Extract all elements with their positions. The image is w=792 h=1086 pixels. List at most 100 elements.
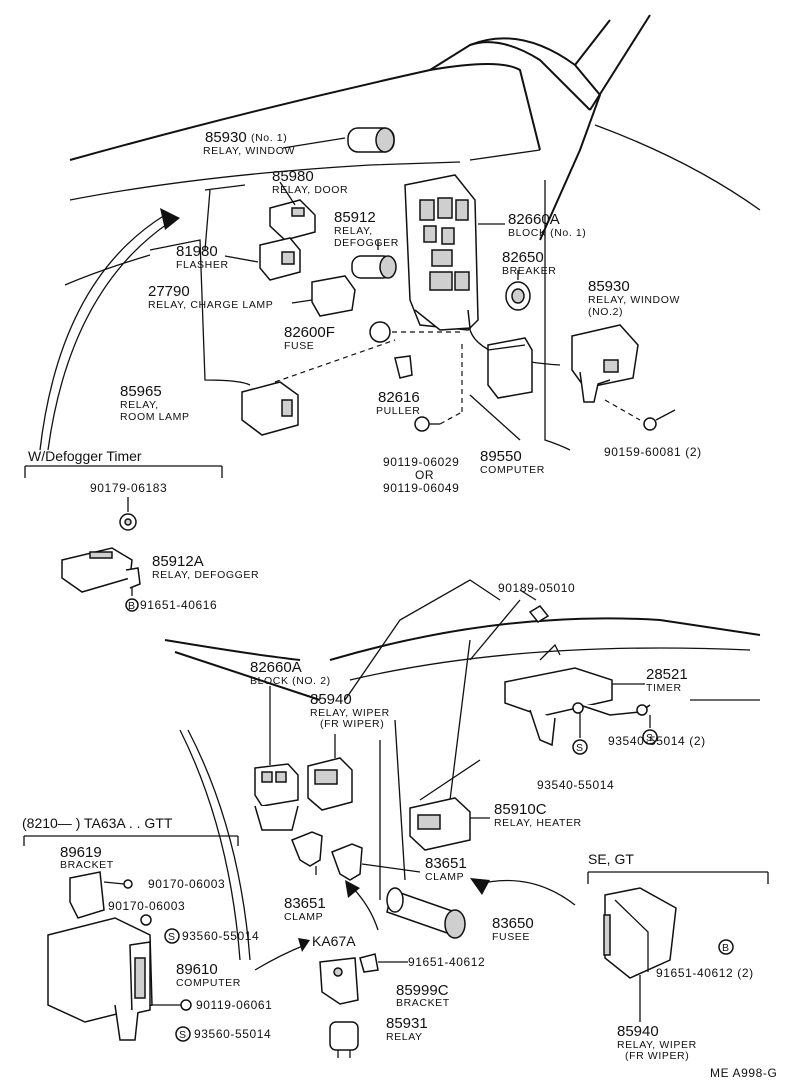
clamp-part-right [331, 843, 421, 881]
part-number-83651-b: 83651 [425, 855, 467, 872]
relay-charge-lamp-part [291, 275, 356, 317]
part-desc-82650: BREAKER [502, 265, 556, 277]
clip-90189-part [519, 589, 550, 623]
part-number-85980: 85980 [272, 168, 314, 185]
washer-symbol-93560a: S [164, 928, 180, 944]
part-desc-89550: COMPUTER [480, 464, 545, 476]
timer-28521-part [504, 643, 651, 747]
part-desc2-85965: ROOM LAMP [120, 411, 190, 423]
part-desc-89619: BRACKET [60, 859, 114, 871]
fender-outline [164, 579, 761, 961]
part-number-85931: 85931 [386, 1015, 428, 1032]
dashboard-outline [64, 14, 761, 451]
section-title-ta63a: (8210— ) TA63A . . GTT [22, 815, 173, 831]
se-gt-section [587, 871, 769, 1022]
bolt-letter: B [128, 600, 136, 612]
defogger-timer-section [24, 465, 223, 596]
part-number-90170-a: 90170-06003 [148, 877, 225, 891]
pointer-arrow-upper [39, 208, 180, 451]
part-number-81980: 81980 [176, 243, 218, 260]
part-number-90170-b: 90170-06003 [108, 899, 185, 913]
part-number-85940-a: 85940 [310, 691, 352, 708]
part-desc-85910C: RELAY, HEATER [494, 817, 582, 829]
ta63a-section [23, 835, 239, 1041]
part-desc1-85912: RELAY, [334, 225, 373, 237]
part-desc-81980: FLASHER [176, 259, 229, 271]
part-number-90179: 90179-06183 [90, 481, 167, 495]
part-number-85965: 85965 [120, 383, 162, 400]
relay-wiper-part [307, 734, 353, 811]
bolt-symbol-91651c: B [718, 939, 734, 955]
part-desc-85931: RELAY [386, 1031, 423, 1043]
relay-85931-part [329, 1021, 359, 1058]
part-number-82616: 82616 [378, 389, 420, 406]
bolt-letter: B [722, 942, 730, 954]
part-number-90119-06049: 90119-06049 [383, 481, 459, 495]
part-desc-27790: RELAY, CHARGE LAMP [148, 299, 273, 311]
relay-window-no2-part [571, 324, 639, 403]
part-number-93560-b: 93560-55014 [194, 1027, 271, 1041]
part-desc2-85912: DEFOGGER [334, 237, 399, 249]
fuse-part [369, 321, 460, 343]
part-number-91651-40616: 91651-40616 [140, 598, 217, 612]
part-desc1-85965: RELAY, [120, 399, 159, 411]
washer-symbol-93540a: S [572, 739, 588, 755]
part-number-82660A-2: 82660A [250, 659, 302, 676]
part-extra-85930-no1: (No. 1) [251, 132, 287, 144]
washer-letter: S [576, 742, 584, 754]
part-number-85930-no2: 85930 [588, 278, 630, 295]
labels: 85930 (No. 1) RELAY, WINDOW 85980 RELAY,… [22, 129, 777, 1080]
section-title-defogger-timer: W/Defogger Timer [28, 448, 142, 464]
fusee-part [386, 887, 466, 939]
part-number-82650: 82650 [502, 249, 544, 266]
part-number-27790: 27790 [148, 283, 190, 300]
part-number-28521: 28521 [646, 666, 688, 683]
part-number-85930-no1: 85930 [205, 129, 247, 146]
screw-90119-part [414, 340, 463, 432]
part-number-85910C: 85910C [494, 801, 547, 818]
block-no2-part [254, 686, 299, 831]
part-desc-89610: COMPUTER [176, 977, 241, 989]
part-desc-28521: TIMER [646, 682, 682, 694]
part-number-85999C: 85999C [396, 982, 449, 999]
washer-letter: S [646, 732, 654, 744]
section-title-se-gt: SE, GT [588, 851, 634, 867]
part-number-85940-b: 85940 [617, 1023, 659, 1040]
washer-letter: S [179, 1029, 187, 1041]
part-number-89610: 89610 [176, 961, 218, 978]
breaker-part [505, 270, 531, 311]
part-desc-82660A-2: BLOCK (NO. 2) [250, 675, 331, 687]
part-desc-83651-b: CLAMP [425, 871, 464, 883]
part-number-82600F: 82600F [284, 324, 335, 341]
part-desc-82600F: FUSE [284, 340, 314, 352]
part-desc-85912A: RELAY, DEFOGGER [152, 569, 259, 581]
part-number-93540: 93540-55014 [537, 778, 614, 792]
part-desc2-85940-a: (FR WIPER) [320, 718, 384, 730]
part-desc2-85930-no2: (NO.2) [588, 306, 623, 318]
part-number-90119-06061: 90119-06061 [196, 998, 272, 1012]
footer-code: ME A998-G [710, 1066, 777, 1080]
washer-symbol-93560b: S [175, 1026, 191, 1042]
part-number-85912: 85912 [334, 209, 376, 226]
part-desc-85930-no1: RELAY, WINDOW [203, 145, 295, 157]
part-or-90119: OR [415, 468, 434, 482]
bolt-symbol-91651a: B [125, 598, 139, 612]
relay-defogger-part [351, 240, 397, 279]
flasher-part [224, 237, 301, 281]
computer-89550-part [469, 337, 533, 441]
fuse-block-no1-part [404, 174, 505, 331]
part-number-91651-40612: 91651-40612 [408, 955, 485, 969]
part-desc-83651-a: CLAMP [284, 911, 323, 923]
part-number-89619: 89619 [60, 844, 102, 861]
part-desc-83650: FUSEE [492, 931, 530, 943]
part-desc2-85940-b: (FR WIPER) [625, 1050, 689, 1062]
part-number-93560-a: 93560-55014 [182, 929, 259, 943]
part-number-90189: 90189-05010 [498, 581, 575, 595]
relay-window-no1-part [282, 127, 395, 153]
washer-letter: S [168, 931, 176, 943]
relay-heater-part [409, 797, 490, 851]
relay-door-part [269, 181, 316, 241]
part-number-85912A: 85912A [152, 553, 204, 570]
